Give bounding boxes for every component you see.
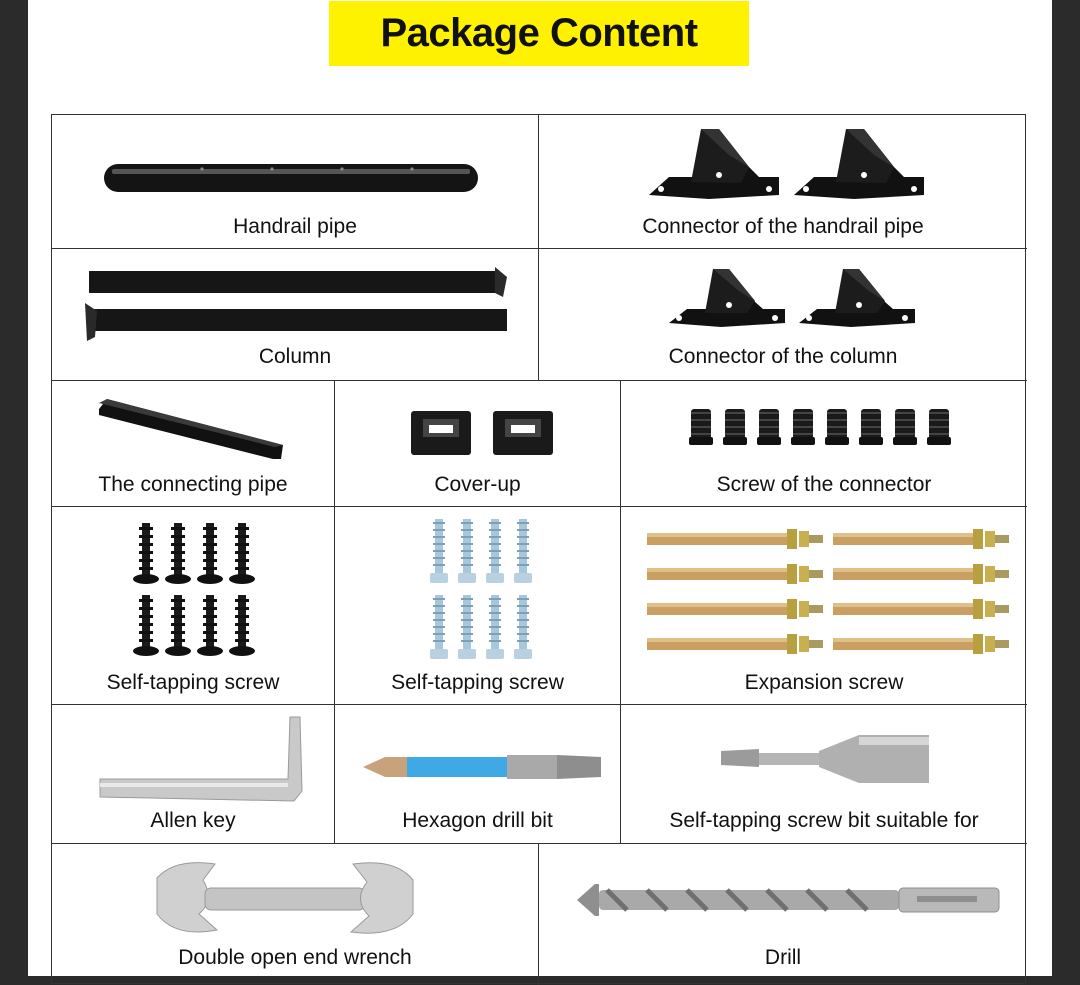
silver-screw [458,519,476,583]
silver-screw [486,519,504,583]
item-cover-up: Cover-up [335,381,621,507]
item-label: Connector of the column [668,345,898,368]
item-label: Handrail pipe [233,215,357,238]
item-label: Allen key [150,809,236,832]
item-connector-handrail-pipe: Connector of the handrail pipe [539,115,1027,249]
connector-screw [791,409,815,445]
black-screw [197,595,223,656]
handrail-connector-image [649,129,924,199]
connector-screw [927,409,951,445]
black-screw [229,523,255,584]
item-label: Column [258,345,332,368]
allen-key-image [99,716,303,802]
connecting-pipe-image [99,399,283,459]
item-handrail-pipe: Handrail pipe [52,115,539,249]
item-screw-connector: Screw of the connector [621,381,1027,507]
silver-self-tapping-screw-image [430,519,532,659]
item-label: Self-tapping screw [391,671,564,694]
silver-screw [514,519,532,583]
item-label: The connecting pipe [98,473,288,496]
item-column: Column [52,249,539,381]
expansion-screw-image [647,529,1009,654]
connector-screw [689,409,713,445]
package-content-grid: Handrail pipe Connector [51,114,1027,985]
column-connector-image [669,269,915,327]
expansion-screw [833,564,1009,584]
connector-screw [723,409,747,445]
silver-screw [486,595,504,659]
expansion-screw [647,599,823,619]
silver-screw [458,595,476,659]
hexagon-drill-bit-image [363,755,601,779]
page-title: Package Content [329,1,749,66]
silver-screw [430,595,448,659]
expansion-screw [833,529,1009,549]
item-screw-bit: Self-tapping screw bit suitable for [621,705,1027,844]
connector-screw [893,409,917,445]
handrail-pipe-image [104,164,478,192]
item-expansion-screw: Expansion screw [621,507,1027,705]
item-label: Double open end wrench [178,946,412,969]
expansion-screw [647,634,823,654]
item-hexagon-drill-bit: Hexagon drill bit [335,705,621,844]
expansion-screw [647,564,823,584]
item-label: Cover-up [434,473,521,496]
connector-screw [859,409,883,445]
expansion-screw [647,529,823,549]
item-label: Drill [764,946,802,969]
black-screw [133,595,159,656]
item-label: Connector of the handrail pipe [642,215,924,238]
item-allen-key: Allen key [52,705,335,844]
black-screw [197,523,223,584]
item-double-open-end-wrench: Double open end wrench [52,844,539,985]
item-self-tapping-screw-silver: Self-tapping screw [335,507,621,705]
black-screw [229,595,255,656]
expansion-screw [833,599,1009,619]
item-self-tapping-screw-black: Self-tapping screw [52,507,335,705]
item-drill: Drill [539,844,1027,985]
page: Package Content Handrail pipe [28,0,1052,985]
column-image [85,267,507,341]
item-label: Expansion screw [744,671,904,694]
black-screw [165,595,191,656]
screw-bit-socket-image [721,735,929,783]
cover-up-image [411,411,553,455]
connector-screw [825,409,849,445]
item-label: Screw of the connector [716,473,932,496]
item-connecting-pipe: The connecting pipe [52,381,335,507]
silver-screw [430,519,448,583]
item-label: Self-tapping screw bit suitable for [669,809,979,832]
black-screw [165,523,191,584]
wrench-image [156,862,414,934]
black-screw [133,523,159,584]
item-label: Self-tapping screw [106,671,280,694]
connector-screw [757,409,781,445]
connector-screw-image [689,409,951,445]
item-label: Hexagon drill bit [402,809,553,832]
item-connector-column: Connector of the column [539,249,1027,381]
silver-screw [514,595,532,659]
drill-image [577,884,1000,916]
expansion-screw [833,634,1009,654]
black-self-tapping-screw-image [133,523,255,656]
